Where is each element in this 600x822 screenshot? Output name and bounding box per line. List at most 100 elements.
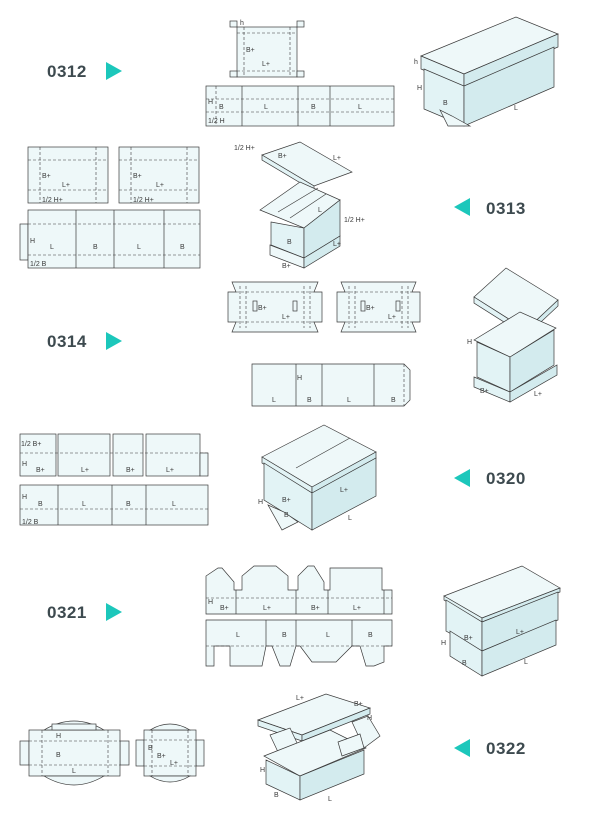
dim-h-label: H <box>208 599 213 606</box>
dim-l-label: L <box>326 632 330 639</box>
box-3d-0313: 1/2 H+ B+ L+ 1/2 H+ L B L+ B+ <box>234 141 365 270</box>
dim-l-plus-label: L+ <box>333 155 341 162</box>
dim-l-plus-label: L+ <box>166 467 174 474</box>
dim-l-label: L <box>172 501 176 508</box>
dim-h-label: H <box>22 461 27 468</box>
dim-b-label: B <box>38 501 43 508</box>
base-net-0312: H 1/2 H B L B L <box>205 85 395 127</box>
dim-h-label: H <box>441 640 446 647</box>
dim-b-plus-label: B+ <box>133 173 142 180</box>
dim-b-label: B <box>148 745 153 752</box>
dim-l-label: L <box>524 659 528 666</box>
dim-b-plus-label: B+ <box>126 467 135 474</box>
arrow-right-icon <box>106 332 122 350</box>
dim-h-label: H <box>56 733 61 740</box>
dim-l-plus-label: L+ <box>353 605 361 612</box>
arrow-left-icon <box>454 469 470 487</box>
dim-b-label: B <box>219 104 224 111</box>
dim-b-label: B <box>391 397 396 404</box>
dim-l-plus-label: L+ <box>340 487 348 494</box>
dim-h-label: H <box>258 499 263 506</box>
dim-l-label: L <box>236 632 240 639</box>
dim-l-plus-label: L+ <box>170 760 178 767</box>
dim-l-label: L <box>137 244 141 251</box>
dim-half-h-plus-label: 1/2 H+ <box>234 145 255 152</box>
dim-l-plus-label: L+ <box>62 182 70 189</box>
dim-b-plus-label: B+ <box>258 305 267 312</box>
dim-l-plus-label: L+ <box>534 391 542 398</box>
dim-b-label: B <box>180 244 185 251</box>
dim-l-plus-label: L+ <box>262 61 270 68</box>
style-code-0314: 0314 <box>47 332 87 351</box>
box-3d-0321: H B+ L+ B L <box>441 565 561 677</box>
dim-b-plus-label: B+ <box>282 497 291 504</box>
dim-l-label: L <box>264 104 268 111</box>
dim-l-label: L <box>82 501 86 508</box>
dim-b-plus-label: B+ <box>36 467 45 474</box>
dim-l-plus-label: L+ <box>296 695 304 702</box>
arrow-right-icon <box>106 603 122 621</box>
style-0321: 0321 H B+ L+ B+ L+ L B L B <box>47 565 561 677</box>
dim-l-plus-label: L+ <box>388 314 396 321</box>
dim-b-plus-label: B+ <box>246 47 255 54</box>
dim-l-label: L <box>272 397 276 404</box>
dim-l-plus-label: L+ <box>516 629 524 636</box>
dim-h-label: H <box>30 238 35 245</box>
dim-half-b-label: 1/2 B <box>22 519 39 526</box>
dim-h-label: H <box>297 375 302 382</box>
dim-l-label: L <box>328 796 332 803</box>
dim-b-plus-label: B+ <box>480 388 489 395</box>
dim-h-label: H <box>22 494 27 501</box>
style-code-0321: 0321 <box>47 603 87 622</box>
lid-nets-0313: B+ L+ 1/2 H+ B+ L+ 1/2 H+ <box>27 146 200 204</box>
base-net-0314: H L B L B <box>251 363 411 407</box>
style-0313: B+ L+ 1/2 H+ B+ L+ 1/2 H+ H 1/2 B L B L … <box>19 141 525 270</box>
dim-h-label: H <box>467 339 472 346</box>
dim-half-b-label: 1/2 B <box>30 261 47 268</box>
dim-half-b-plus-label: 1/2 B+ <box>21 441 41 448</box>
dim-b-plus-label: B+ <box>366 305 375 312</box>
style-0312: 0312 h B+ L+ H 1/2 H B L B L <box>47 16 559 127</box>
style-code-0312: 0312 <box>47 62 87 81</box>
dim-l-label: L <box>348 515 352 522</box>
dim-b-label: B <box>93 244 98 251</box>
dim-b-label: B <box>284 512 289 519</box>
dim-b-plus-label: B+ <box>354 701 363 708</box>
dim-b-label: B <box>56 752 61 759</box>
net-small-0322: B B+ L+ <box>135 723 205 783</box>
dim-b-label: B <box>311 104 316 111</box>
dim-b-label: B <box>307 397 312 404</box>
dim-half-h-plus-label: 1/2 H+ <box>344 217 365 224</box>
style-0314: 0314 B+ L+ B+ L+ H L B L B <box>47 267 559 407</box>
dim-l-plus-label: L+ <box>282 314 290 321</box>
lid-net-0320: 1/2 B+ H B+ L+ B+ L+ <box>19 433 209 477</box>
dim-b-label: B <box>368 632 373 639</box>
box-3d-0314: H B+ L+ <box>467 267 559 403</box>
dim-b-label: B <box>126 501 131 508</box>
dim-l-plus-label: L+ <box>333 241 341 248</box>
style-code-0320: 0320 <box>486 469 526 488</box>
lid-net-0312: h B+ L+ <box>229 20 305 78</box>
dim-b-label: B <box>462 660 467 667</box>
dim-l-label: L <box>318 207 322 214</box>
dim-l-plus-label: L+ <box>263 605 271 612</box>
style-0322: H B L B B+ L+ L+ B+ H <box>19 693 525 803</box>
dim-l-plus-label: L+ <box>156 182 164 189</box>
dim-h-label: H <box>417 85 422 92</box>
bottom-net-0321: L B L B <box>205 619 393 667</box>
base-net-0320: H 1/2 B B L B L <box>19 484 209 526</box>
dim-b-label: B <box>443 100 448 107</box>
dim-l-label: L <box>72 768 76 775</box>
arrow-right-icon <box>106 62 122 80</box>
dim-l-label: L <box>514 105 518 112</box>
dim-b-plus-label: B+ <box>282 263 291 270</box>
dim-h-label: H <box>208 99 213 106</box>
dim-half-h-label: 1/2 H <box>208 118 225 125</box>
dim-h-label: H <box>260 767 265 774</box>
dim-b-plus-label: B+ <box>278 153 287 160</box>
net-large-0322: H B L <box>19 720 130 786</box>
dim-h-label: h <box>414 59 418 66</box>
dim-b-plus-label: B+ <box>157 753 166 760</box>
dim-b-plus-label: B+ <box>464 635 473 642</box>
